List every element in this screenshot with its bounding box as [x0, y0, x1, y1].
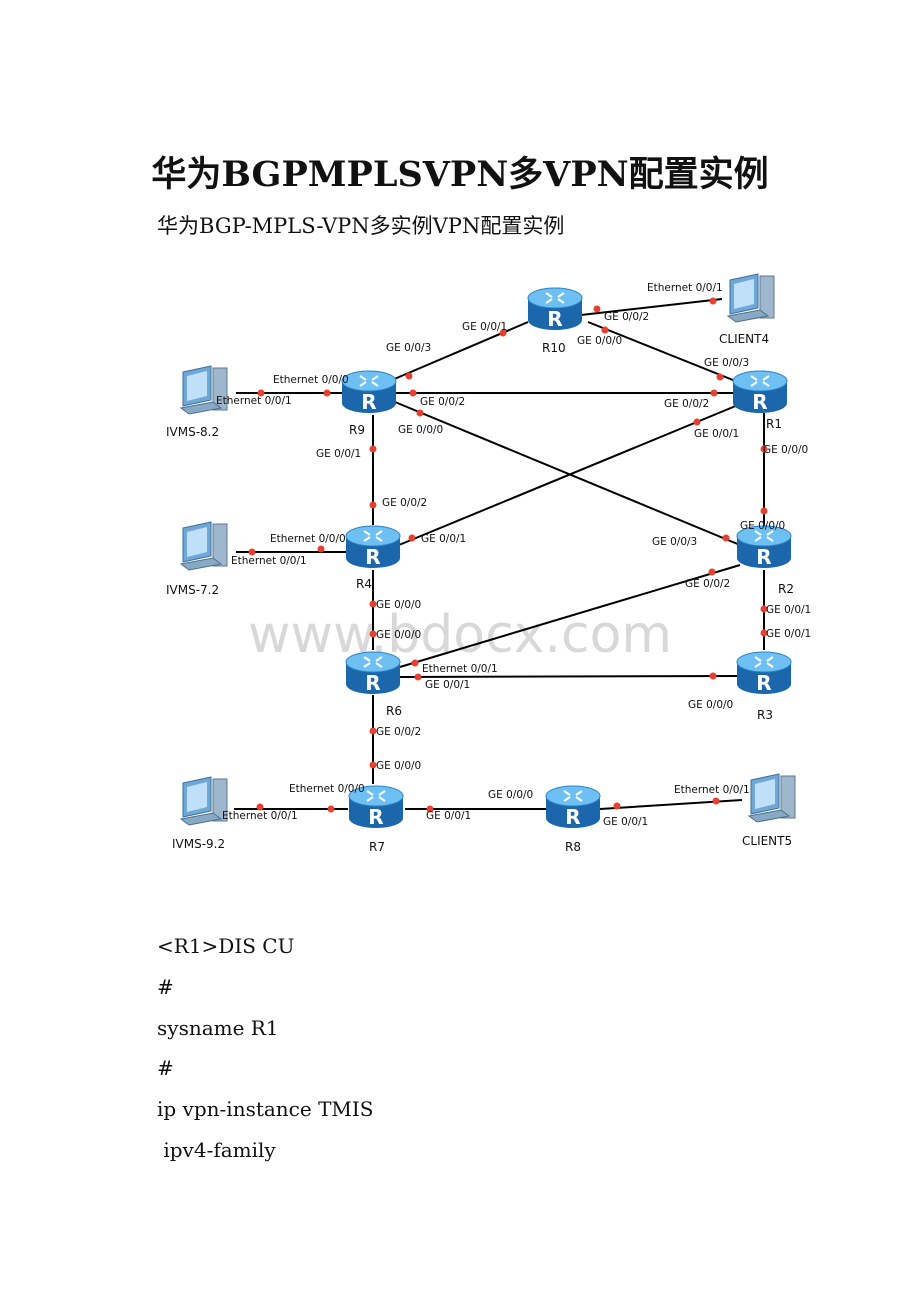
interface-label: Ethernet 0/0/0 [273, 374, 349, 386]
interface-label: GE 0/0/0 [376, 760, 421, 772]
interface-label: GE 0/0/1 [603, 816, 648, 828]
interface-label: GE 0/0/3 [652, 536, 697, 548]
interface-label: GE 0/0/3 [704, 357, 749, 369]
interface-label: GE 0/0/2 [664, 398, 709, 410]
port-dots [248, 297, 768, 813]
config-line: # [157, 1056, 174, 1080]
device-labels: R10 R9 R1 R4 R2 R6 R3 R7 R8 CLIENT4 IVMS… [166, 332, 794, 854]
interface-label: GE 0/0/0 [488, 789, 533, 801]
pc-client4[interactable] [727, 273, 775, 323]
interface-label: GE 0/0/1 [462, 321, 507, 333]
config-line: <R1>DIS CU [157, 934, 295, 958]
device-label: R7 [369, 840, 385, 854]
interface-label: GE 0/0/2 [382, 497, 427, 509]
interface-label: GE 0/0/1 [426, 810, 471, 822]
interface-labels: Ethernet 0/0/1 GE 0/0/2 GE 0/0/1 GE 0/0/… [216, 282, 811, 828]
interface-label: GE 0/0/0 [688, 699, 733, 711]
interface-label: GE 0/0/1 [425, 679, 470, 691]
config-line: ip vpn-instance TMIS [157, 1097, 374, 1121]
router-r9[interactable] [341, 370, 397, 415]
interface-label: Ethernet 0/0/1 [231, 555, 307, 567]
device-label: R8 [565, 840, 581, 854]
pc-ivms-7-2[interactable] [180, 521, 228, 571]
interface-label: Ethernet 0/0/1 [422, 663, 498, 675]
page-subtitle: 华为BGP-MPLS-VPN多实例VPN配置实例 [157, 214, 565, 238]
device-label: R2 [778, 582, 794, 596]
network-topology-diagram: R www.bdocx.com [166, 273, 811, 854]
device-label: R10 [542, 341, 566, 355]
pc-client5[interactable] [748, 773, 796, 823]
router-r4[interactable] [345, 525, 401, 570]
interface-label: GE 0/0/1 [316, 448, 361, 460]
interface-label: Ethernet 0/0/1 [222, 810, 298, 822]
pc-ivms-9-2[interactable] [180, 776, 228, 826]
interface-label: GE 0/0/2 [420, 396, 465, 408]
router-r1[interactable] [732, 370, 788, 415]
router-r6[interactable] [345, 651, 401, 696]
interface-label: GE 0/0/3 [386, 342, 431, 354]
interface-label: GE 0/0/1 [694, 428, 739, 440]
interface-label: GE 0/0/2 [376, 726, 421, 738]
config-line: # [157, 975, 174, 999]
interface-label: GE 0/0/0 [398, 424, 443, 436]
device-label: IVMS-7.2 [166, 583, 219, 597]
watermark: www.bdocx.com [248, 605, 672, 665]
device-label: R9 [349, 423, 365, 437]
interface-label: GE 0/0/0 [577, 335, 622, 347]
router-r8[interactable] [545, 785, 601, 830]
page-title: 华为BGPMPLSVPN多VPN配置实例 [151, 154, 769, 195]
interface-label: GE 0/0/1 [421, 533, 466, 545]
device-label: IVMS-8.2 [166, 425, 219, 439]
interface-label: Ethernet 0/0/1 [216, 395, 292, 407]
interface-label: GE 0/0/0 [376, 599, 421, 611]
interface-label: Ethernet 0/0/0 [270, 533, 346, 545]
config-line: sysname R1 [157, 1016, 279, 1040]
interface-label: GE 0/0/2 [685, 578, 730, 590]
router-r2[interactable] [736, 525, 792, 570]
device-label: CLIENT4 [719, 332, 769, 346]
interface-label: Ethernet 0/0/1 [674, 784, 750, 796]
router-r10[interactable] [527, 287, 583, 332]
interface-label: GE 0/0/0 [376, 629, 421, 641]
interface-label: GE 0/0/1 [766, 604, 811, 616]
device-label: R3 [757, 708, 773, 722]
device-label: CLIENT5 [742, 834, 792, 848]
router-r3[interactable] [736, 651, 792, 696]
interface-label: Ethernet 0/0/0 [289, 783, 365, 795]
config-line: ipv4-family [157, 1138, 276, 1162]
interface-label: Ethernet 0/0/1 [647, 282, 723, 294]
interface-label: GE 0/0/0 [740, 520, 785, 532]
interface-label: GE 0/0/2 [604, 311, 649, 323]
interface-label: GE 0/0/0 [763, 444, 808, 456]
device-label: R1 [766, 417, 782, 431]
device-label: IVMS-9.2 [172, 837, 225, 851]
device-label: R4 [356, 577, 372, 591]
device-label: R6 [386, 704, 402, 718]
interface-label: GE 0/0/1 [766, 628, 811, 640]
